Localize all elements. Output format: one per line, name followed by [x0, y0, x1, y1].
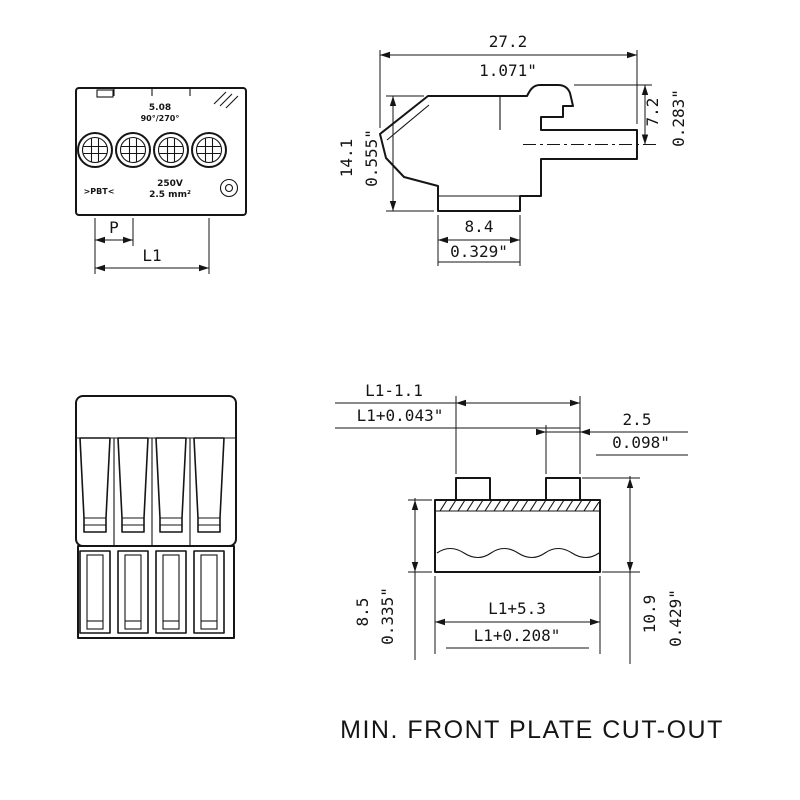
cutout-right-height-inch: 0.429": [666, 589, 685, 647]
screw-terminal-3: [153, 132, 189, 168]
clamp-actuator-4: [193, 437, 225, 533]
dimension-overall-width: 27.2 1.071": [379, 32, 638, 128]
overall-height-inch: 0.555": [362, 129, 381, 187]
wire-gauge-marking: 2.5 mm²: [149, 190, 191, 200]
dimension-tab-width: 2.5 0.098": [536, 410, 688, 474]
dimension-pitch-p: P: [94, 218, 134, 274]
clamp-actuator-2: [117, 437, 149, 533]
dimension-overall-height: 14.1 0.555": [337, 95, 434, 212]
tab-width-mm: 2.5: [623, 410, 652, 429]
overall-height-mm: 14.1: [337, 139, 356, 178]
cutout-view: L1-1.1 L1+0.043" 2.5 0.098" L1+5.3 L1+0.…: [335, 381, 688, 664]
pin-offset-inch: 0.283": [669, 89, 688, 147]
plug-housing-outline: [75, 395, 237, 547]
cutout-tab-left: [455, 477, 491, 501]
angle-marking: 90°/270°: [141, 114, 180, 123]
cutout-tab-right: [545, 477, 581, 501]
conductor-slot-2: [117, 550, 149, 634]
conductor-slot-4: [193, 550, 225, 634]
overall-width-mm: 27.2: [489, 32, 528, 51]
dimension-cutout-top-width: L1-1.1 L1+0.043": [335, 381, 581, 474]
screw-terminal-4: [191, 132, 227, 168]
terminal-body-outline: [75, 87, 247, 216]
clamp-actuator-1: [79, 437, 111, 533]
dimension-cutout-bottom-width: L1+5.3 L1+0.208": [434, 576, 601, 654]
material-marking: >PBT<: [84, 187, 115, 196]
break-wave-line: [436, 547, 600, 559]
cutout-left-height-inch: 0.335": [378, 587, 397, 645]
connector-side-outline: [379, 84, 638, 212]
cutout-top-width-mm: L1-1.1: [365, 381, 423, 400]
dimension-cutout-right-height: 10.9 0.429": [582, 476, 685, 664]
base-depth-inch: 0.329": [450, 242, 508, 261]
cutout-band-outline: [434, 499, 601, 573]
conductor-slot-3: [155, 550, 187, 634]
pitch-dim-label: P: [109, 218, 119, 237]
hatch-strip: [439, 499, 600, 512]
dimension-cutout-left-height: 8.5 0.335": [353, 498, 432, 660]
screw-terminal-1: [77, 132, 113, 168]
cutout-bottom-width-mm: L1+5.3: [488, 599, 546, 618]
screw-terminal-2: [115, 132, 151, 168]
length-dim-label: L1: [142, 246, 161, 265]
pitch-marking: 5.08: [149, 103, 171, 113]
plug-base-outline: [77, 545, 235, 639]
dimension-length-l1: L1: [95, 218, 210, 274]
caption: MIN. FRONT PLATE CUT-OUT: [340, 716, 724, 744]
certification-mark-icon: [219, 178, 239, 198]
dimension-pin-offset: 7.2 0.283": [574, 84, 688, 147]
front-view: 5.08 90°/270° 250V 2.5 mm² >PBT<: [75, 87, 247, 274]
clamp-actuator-3: [155, 437, 187, 533]
side-view: 27.2 1.071" 14.1 0.555" 7.2 0.283" 8.4 0…: [337, 32, 688, 266]
plug-view: [75, 395, 237, 639]
tab-width-inch: 0.098": [612, 433, 670, 452]
conductor-slot-1: [79, 550, 111, 634]
pin-offset-mm: 7.2: [643, 98, 662, 127]
cutout-left-height-mm: 8.5: [353, 598, 372, 627]
dimension-base-depth: 8.4 0.329": [437, 215, 521, 266]
top-notch: [96, 89, 114, 98]
base-depth-mm: 8.4: [465, 217, 494, 236]
voltage-marking: 250V: [157, 179, 183, 189]
overall-width-inch: 1.071": [479, 61, 537, 80]
cutout-right-height-mm: 10.9: [640, 595, 659, 634]
brand-mark-icon: [213, 91, 239, 109]
cutout-bottom-width-inch: L1+0.208": [474, 626, 561, 645]
cutout-top-width-inch: L1+0.043": [357, 406, 444, 425]
